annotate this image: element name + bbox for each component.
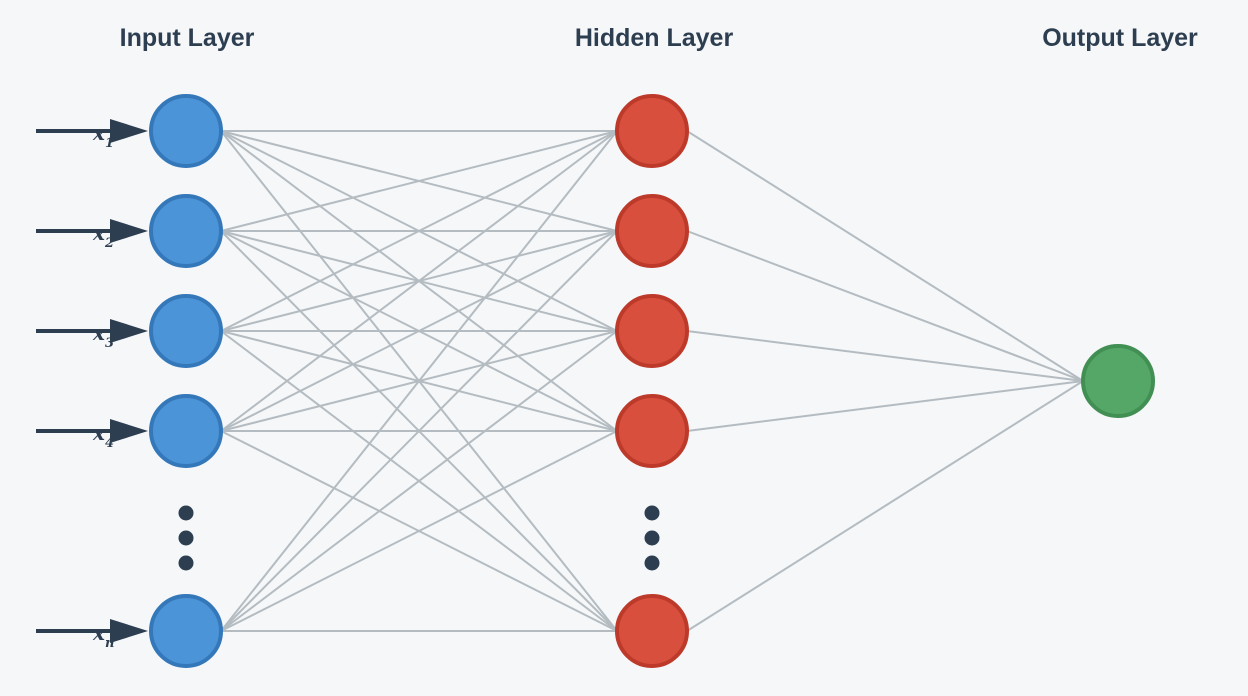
edge-input5-hidden2 (220, 230, 618, 632)
hidden-node-2 (615, 194, 689, 268)
hidden-ellipsis-dot-2 (644, 530, 660, 546)
hidden-layer-title: Hidden Layer (574, 24, 734, 52)
edge-hidden3-output1 (686, 330, 1084, 382)
hidden-ellipsis-dot-1 (644, 505, 660, 521)
hidden-node-1 (615, 94, 689, 168)
hidden-node-3 (615, 294, 689, 368)
input-arrowhead-5 (110, 619, 148, 643)
input-ellipsis-dot-1 (178, 505, 194, 521)
input-node-2 (149, 194, 223, 268)
output-node-1 (1081, 344, 1155, 418)
input-node-5 (149, 594, 223, 668)
input-arrowhead-2 (110, 219, 148, 243)
edge-input5-hidden1 (220, 130, 618, 632)
edge-hidden5-output1 (686, 380, 1084, 632)
edge-input5-hidden3 (220, 330, 618, 632)
edge-hidden2-output1 (686, 230, 1084, 382)
edge-input5-hidden4 (220, 430, 618, 632)
input-node-4 (149, 394, 223, 468)
input-layer-title: Input Layer (119, 24, 255, 52)
hidden-node-5 (615, 594, 689, 668)
input-ellipsis-dot-2 (178, 530, 194, 546)
hidden-ellipsis-dot-3 (644, 555, 660, 571)
edge-input2-hidden1 (220, 130, 618, 232)
output-layer-title: Output Layer (1042, 24, 1198, 52)
input-node-1 (149, 94, 223, 168)
input-arrowhead-4 (110, 419, 148, 443)
edge-hidden1-output1 (686, 130, 1084, 382)
edge-input4-hidden1 (220, 130, 618, 432)
edge-hidden4-output1 (686, 380, 1084, 432)
input-ellipsis-dot-3 (178, 555, 194, 571)
hidden-node-4 (615, 394, 689, 468)
input-arrowhead-3 (110, 319, 148, 343)
edge-input4-hidden2 (220, 230, 618, 432)
input-node-3 (149, 294, 223, 368)
input-arrowhead-1 (110, 119, 148, 143)
edge-input3-hidden1 (220, 130, 618, 332)
